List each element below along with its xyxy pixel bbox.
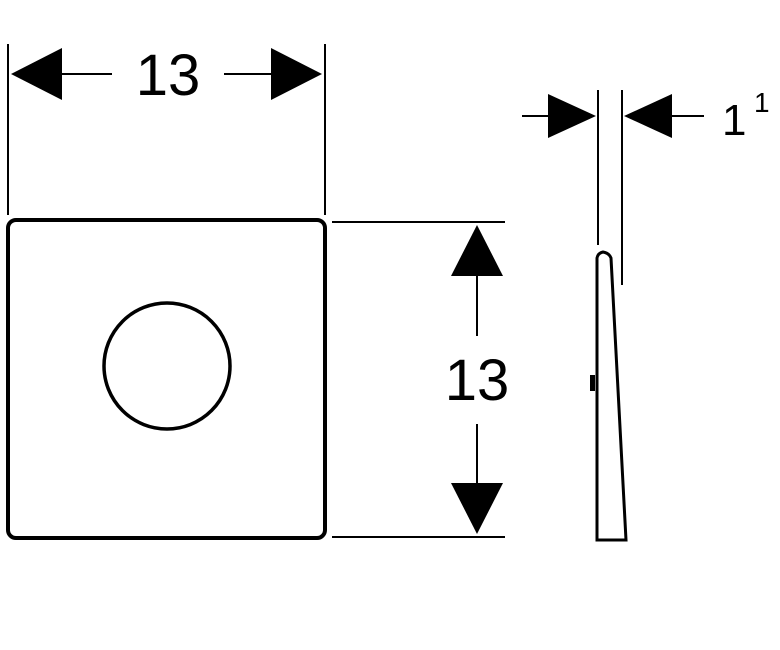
- width-arrowhead-left: [11, 48, 62, 100]
- actuator-button-circle: [102, 301, 232, 431]
- height-arrowhead-top: [451, 225, 503, 276]
- front-view: [6, 218, 327, 540]
- height-arrowhead-bottom: [451, 483, 503, 534]
- plate-outline: [6, 218, 327, 540]
- depth-dimension: 1 1: [522, 87, 770, 285]
- depth-arrowhead-right: [624, 94, 672, 138]
- side-view: [590, 250, 628, 542]
- side-profile-outline: [595, 250, 628, 542]
- depth-label: 1: [722, 96, 746, 145]
- height-dimension: 13: [332, 221, 510, 538]
- height-label: 13: [445, 348, 510, 413]
- width-dimension: 13: [7, 43, 326, 215]
- width-arrowhead-right: [271, 48, 322, 100]
- depth-label-superscript: 1: [754, 87, 770, 118]
- depth-arrowhead-left: [548, 94, 596, 138]
- side-profile-clip: [590, 375, 595, 391]
- width-label: 13: [136, 43, 201, 108]
